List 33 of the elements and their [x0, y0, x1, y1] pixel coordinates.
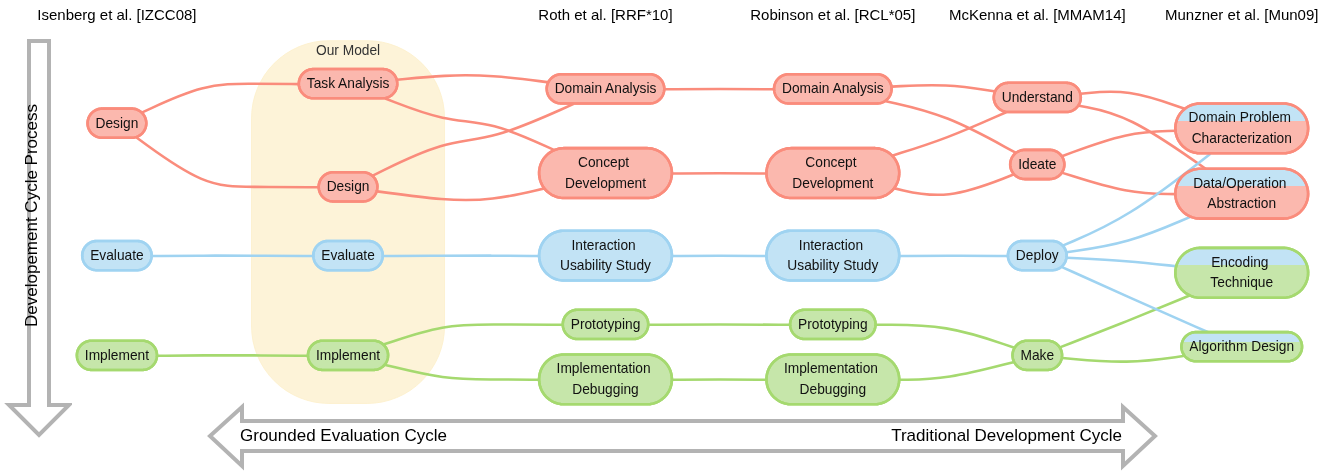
- column-heading: McKenna et al. [MMAM14]: [948, 6, 1126, 23]
- connector: [1059, 294, 1191, 349]
- axis-label: Grounded Evaluation Cycle: [240, 426, 447, 446]
- connector: [672, 378, 767, 382]
- connector: [157, 354, 309, 358]
- column-heading: Robinson et al. [RCL*05]: [750, 6, 916, 23]
- connector: [876, 323, 1016, 350]
- axis-label: Traditional Development Cycle: [891, 426, 1122, 446]
- connector: [1066, 256, 1177, 268]
- connector: [1062, 354, 1185, 363]
- connector: [377, 187, 545, 202]
- connector: [384, 363, 540, 382]
- column-heading: Isenberg et al. [IZCC08]: [37, 6, 197, 23]
- connector: [384, 97, 556, 152]
- connector: [894, 173, 1015, 197]
- axis-label: Developement Cycle Process: [22, 103, 42, 327]
- column-heading: Roth et al. [RRF*10]: [538, 6, 673, 23]
- column-heading: Munzner et al. [Mun09]: [1165, 6, 1319, 23]
- connector: [891, 83, 996, 93]
- connector: [648, 323, 791, 327]
- connector: [1062, 171, 1176, 196]
- connector: [891, 111, 1007, 157]
- connector: [885, 99, 1018, 155]
- connector: [383, 254, 540, 258]
- connector: [672, 171, 767, 175]
- connector: [152, 254, 314, 258]
- connector: [899, 254, 1009, 258]
- connector: [672, 254, 767, 258]
- connector: [664, 87, 775, 91]
- connector: [1061, 129, 1176, 158]
- connector: [1066, 215, 1191, 254]
- connector: [899, 360, 1015, 382]
- connector: [1080, 90, 1186, 111]
